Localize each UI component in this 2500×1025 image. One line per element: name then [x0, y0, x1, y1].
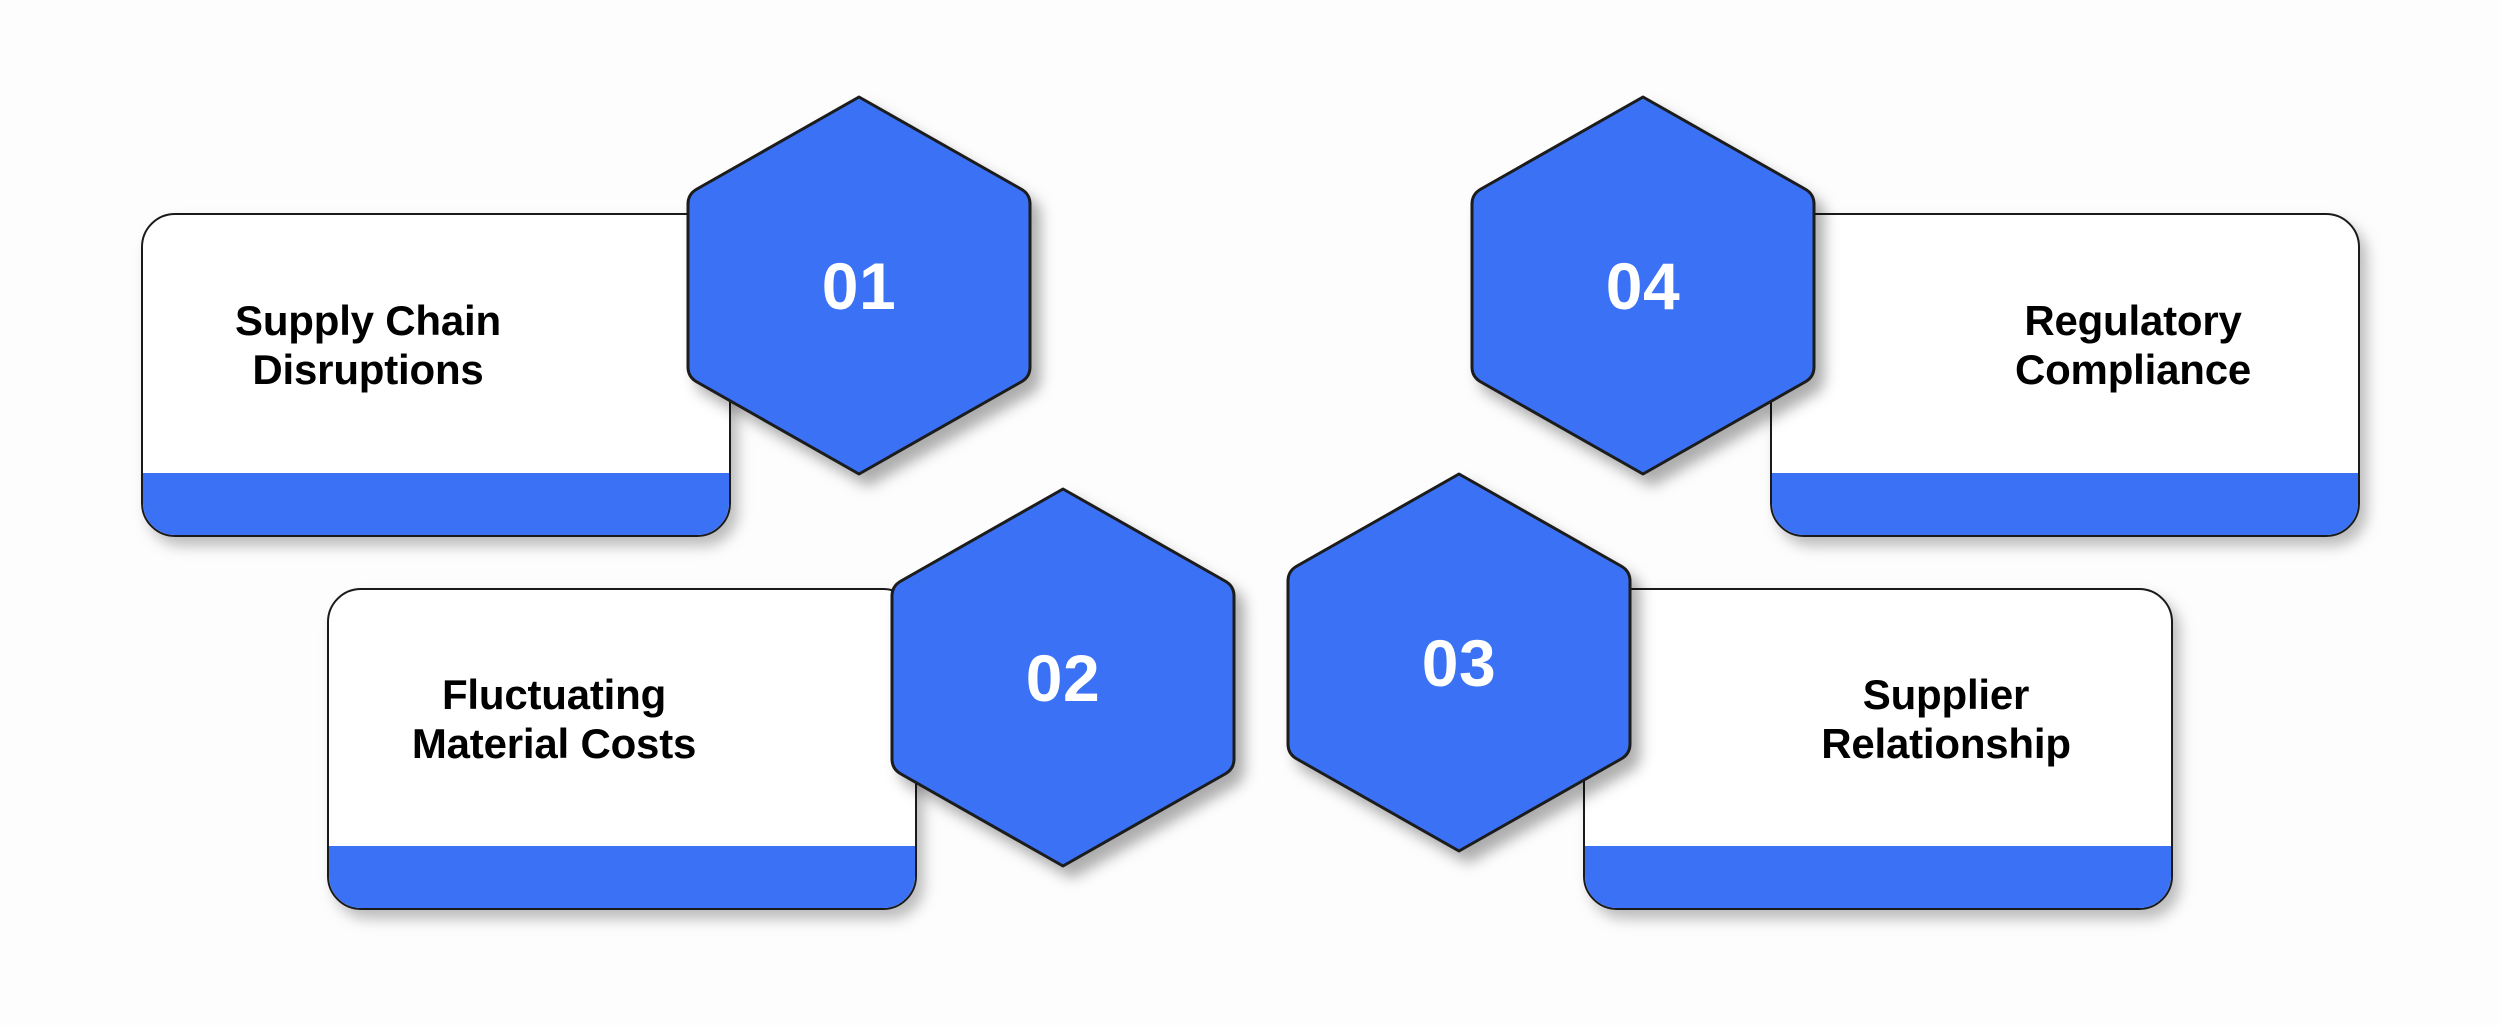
- hexagon-icon: [686, 95, 1032, 476]
- card-accent-bar-02: [329, 846, 915, 908]
- card-body-01: Supply Chain Disruptions: [143, 215, 729, 477]
- card-accent-bar-04: [1772, 473, 2358, 535]
- card-accent-bar-01: [143, 473, 729, 535]
- card-body-03: Supplier Relationship: [1585, 590, 2171, 850]
- card-item-02[interactable]: Fluctuating Material Costs: [327, 588, 917, 910]
- card-title-01: Supply Chain Disruptions: [235, 297, 501, 393]
- hexagon-badge-03[interactable]: 03: [1284, 470, 1634, 855]
- hexagon-icon: [1286, 472, 1632, 853]
- hexagon-badge-02[interactable]: 02: [888, 485, 1238, 870]
- hexagon-icon: [890, 487, 1236, 868]
- card-accent-bar-03: [1585, 846, 2171, 908]
- card-body-02: Fluctuating Material Costs: [329, 590, 915, 850]
- card-title-03: Supplier Relationship: [1821, 671, 2071, 767]
- hexagon-badge-01[interactable]: 01: [684, 93, 1034, 478]
- card-item-04[interactable]: Regulatory Compliance: [1770, 213, 2360, 537]
- card-title-04: Regulatory Compliance: [2014, 297, 2252, 393]
- hexagon-icon: [1470, 95, 1816, 476]
- card-title-02: Fluctuating Material Costs: [411, 671, 697, 767]
- card-item-01[interactable]: Supply Chain Disruptions: [141, 213, 731, 537]
- card-body-04: Regulatory Compliance: [1772, 215, 2358, 477]
- card-item-03[interactable]: Supplier Relationship: [1583, 588, 2173, 910]
- hexagon-badge-04[interactable]: 04: [1468, 93, 1818, 478]
